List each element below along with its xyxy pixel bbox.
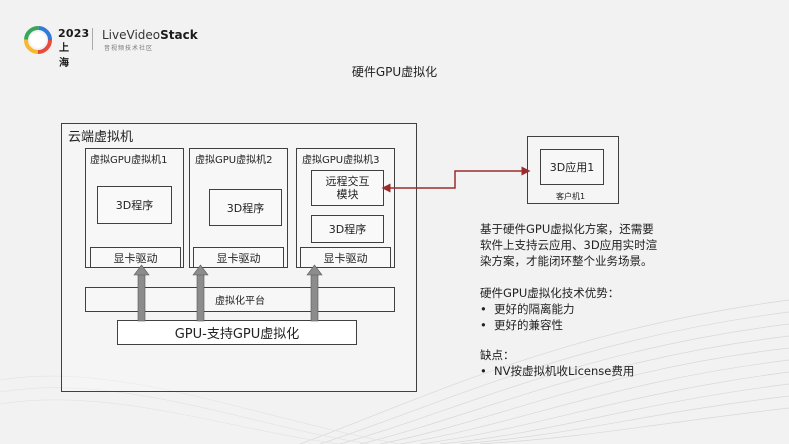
- vm1-driver-box: 显卡驱动: [90, 247, 181, 268]
- logo-city: 上海: [59, 43, 69, 69]
- up-arrow-3: [306, 264, 323, 322]
- vm3-driver-box: 显卡驱动: [300, 247, 391, 268]
- cloud-vm-label: 云端虚拟机: [68, 130, 134, 145]
- virtualization-platform-box: 虚拟化平台: [85, 287, 395, 312]
- vm2-program-box: 3D程序: [209, 189, 282, 226]
- disadvantages-section: 缺点： •NV按虚拟机收License费用: [480, 347, 634, 379]
- up-arrow-2: [192, 264, 209, 322]
- slide-title: 硬件GPU虚拟化: [351, 65, 438, 79]
- client-machine-label: 客户机1: [556, 192, 586, 201]
- logo-brand: LiveVideoStack: [102, 28, 198, 42]
- vm2-label: 虚拟GPU虚拟机2: [195, 155, 273, 166]
- disadvantages-title: 缺点：: [480, 348, 515, 362]
- disadvantage-item: •NV按虚拟机收License费用: [480, 364, 635, 378]
- vm2-box: [189, 148, 288, 268]
- remote-to-client-connector: [381, 166, 531, 193]
- gpu-box: GPU-支持GPU虚拟化: [117, 320, 357, 345]
- vm3-remote-module-box: 远程交互 模块: [311, 170, 384, 206]
- up-arrow-1: [133, 264, 150, 322]
- vm2-driver-box: 显卡驱动: [193, 247, 284, 268]
- vm1-program-box: 3D程序: [97, 186, 172, 224]
- vm1-label: 虚拟GPU虚拟机1: [90, 155, 168, 166]
- advantage-item: •更好的隔离能力: [480, 302, 575, 316]
- vm3-label: 虚拟GPU虚拟机3: [302, 155, 380, 166]
- advantage-item: •更好的兼容性: [480, 318, 563, 332]
- logo-year: 2023: [58, 27, 90, 40]
- advantages-section: 硬件GPU虚拟化技术优势： •更好的隔离能力 •更好的兼容性: [480, 285, 619, 333]
- logo-subtitle: 音视频技术社区: [104, 45, 154, 52]
- vm1-box: [85, 148, 184, 268]
- vm3-program-box: 3D程序: [311, 215, 384, 243]
- vm3-box: [296, 148, 395, 268]
- advantages-title: 硬件GPU虚拟化技术优势：: [480, 286, 620, 300]
- solution-description: 基于硬件GPU虚拟化方案，还需要 软件上支持云应用、3D应用实时渲 染方案，才能…: [480, 222, 658, 268]
- logo-divider: [92, 28, 93, 50]
- client-app-box: 3D应用1: [540, 149, 604, 185]
- logo-circle-icon: [24, 26, 52, 54]
- cloud-vm-box: [61, 123, 417, 392]
